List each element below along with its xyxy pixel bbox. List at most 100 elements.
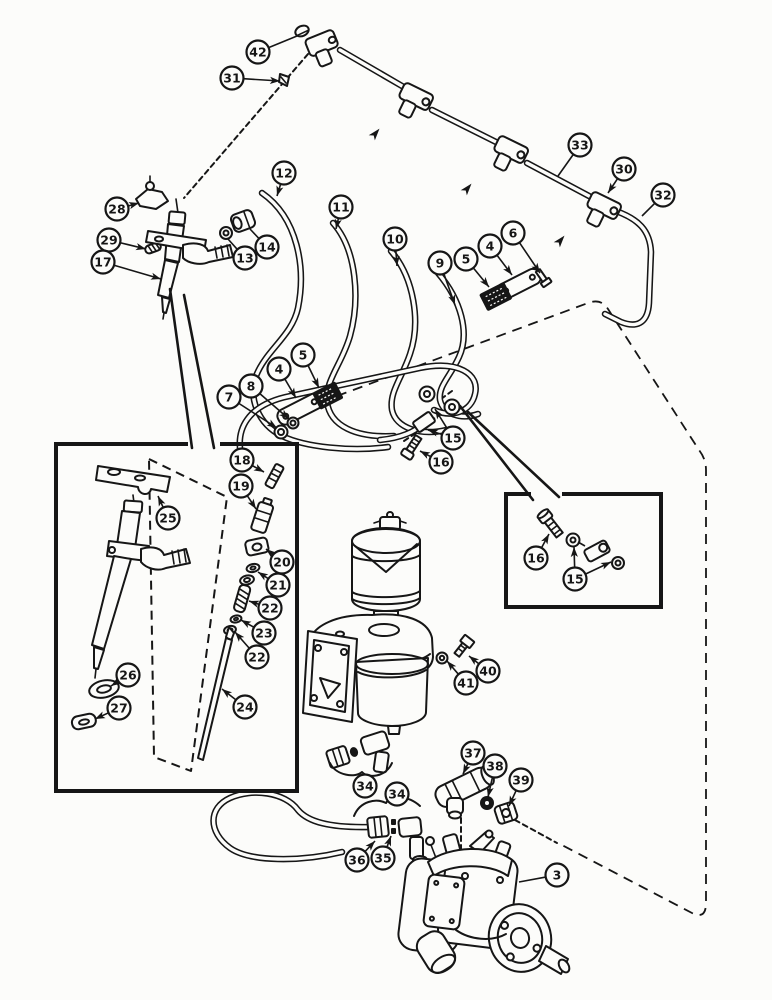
callout-14: 14 — [249, 228, 280, 260]
callout-number: 8 — [247, 379, 256, 394]
callout-21: 21 — [257, 571, 291, 598]
callout-number: 5 — [299, 348, 308, 363]
filter-element — [351, 527, 421, 612]
plug-42 — [294, 24, 310, 38]
banjo-detail-box — [504, 492, 663, 609]
filter-screw-18 — [264, 463, 285, 490]
callout-number: 15 — [444, 431, 461, 446]
parts-layer — [135, 24, 622, 975]
callout-4: 4 — [477, 233, 513, 276]
callout-number: 29 — [100, 233, 117, 248]
tee-fitting-30 — [586, 191, 622, 228]
callout-number: 4 — [486, 239, 495, 254]
callout-34: 34 — [352, 773, 378, 799]
ferrule-35 — [391, 819, 396, 825]
callout-8: 8 — [238, 373, 290, 420]
nut-20 — [244, 536, 270, 557]
callout-number: 9 — [436, 256, 445, 271]
injection-line-10 — [387, 247, 450, 436]
tee-fitting-1 — [398, 82, 434, 119]
hose-end-detail — [583, 539, 611, 563]
callout-number: 24 — [236, 700, 254, 715]
callout-number: 5 — [462, 252, 471, 267]
washer-27 — [70, 712, 97, 731]
callout-5: 5 — [290, 342, 320, 389]
callout-39: 39 — [508, 767, 534, 807]
callout-number: 34 — [356, 779, 374, 794]
callout-3: 3 — [518, 862, 570, 888]
callout-10: 10 — [382, 226, 408, 267]
injection-line-11 — [323, 219, 398, 440]
callout-number: 16 — [432, 455, 450, 470]
callout-number: 36 — [348, 853, 366, 868]
callout-number: 30 — [615, 162, 633, 177]
callout-number: 6 — [509, 226, 518, 241]
callout-number: 21 — [269, 578, 286, 593]
fuel-filter-assembly — [302, 511, 434, 735]
callout-number: 4 — [275, 362, 284, 377]
callout-number: 11 — [332, 200, 349, 215]
callout-32: 32 — [641, 182, 676, 217]
callout-number: 31 — [223, 71, 240, 86]
banjo-bolt-16 — [400, 434, 423, 461]
callout-27: 27 — [94, 695, 132, 721]
callout-number: 16 — [527, 551, 545, 566]
callout-41: 41 — [446, 660, 479, 696]
hose-nut-36 — [366, 815, 390, 839]
callout-number: 37 — [464, 746, 481, 761]
callout-4: 4 — [266, 356, 297, 399]
filter-bowl — [355, 657, 429, 727]
callout-11: 11 — [328, 194, 354, 230]
dashed-engine-outline — [336, 300, 707, 916]
callout-19: 19 — [228, 473, 257, 510]
injection-line-12 — [250, 189, 392, 453]
pump-drive-flange — [487, 903, 553, 973]
callout-number: 12 — [275, 166, 292, 181]
direction-arrow-icon — [368, 128, 380, 141]
callout-5: 5 — [453, 246, 490, 288]
callout-15: 15 — [427, 408, 466, 451]
clip-31 — [278, 73, 290, 87]
callout-number: 14 — [258, 240, 276, 255]
callout-number: 20 — [273, 555, 291, 570]
nut-39 — [493, 801, 519, 825]
direction-arrow-icon — [460, 183, 472, 196]
callout-number: 39 — [512, 773, 529, 788]
callout-number: 7 — [225, 390, 234, 405]
callout-22: 22 — [234, 631, 270, 670]
callout-28: 28 — [104, 196, 140, 222]
callout-22: 22 — [248, 595, 283, 621]
injector-assembly — [135, 175, 257, 320]
callout-33: 33 — [557, 132, 593, 177]
washer-21a — [245, 562, 261, 574]
callout-number: 38 — [486, 759, 503, 774]
callout-number: 40 — [479, 664, 497, 679]
callout-number: 33 — [571, 138, 588, 153]
callout-15: 15 — [562, 546, 612, 592]
injector-detail-box — [54, 442, 299, 793]
bracket-25 — [95, 465, 171, 495]
callout-37: 37 — [460, 740, 486, 775]
callout-number: 3 — [553, 868, 562, 883]
detail-pointer-right — [458, 404, 561, 502]
callout-number: 32 — [654, 188, 671, 203]
callout-number: 41 — [457, 676, 474, 691]
callout-number: 28 — [108, 202, 125, 217]
callout-29: 29 — [96, 227, 147, 253]
banjo-bolt-16-detail — [536, 508, 564, 539]
callout-number: 25 — [159, 511, 176, 526]
clamp-28 — [135, 188, 169, 210]
callout-20: 20 — [265, 548, 295, 575]
name-plate-lower — [273, 381, 343, 440]
callout-16: 16 — [523, 533, 550, 571]
callout-17: 17 — [90, 249, 162, 280]
elbow-fitting — [304, 29, 339, 68]
dashed-line-nut-to-pump — [514, 819, 558, 844]
callout-34: 34 — [384, 781, 410, 807]
callout-35: 35 — [370, 835, 396, 871]
callout-number: 26 — [119, 668, 137, 683]
callout-31: 31 — [219, 65, 281, 91]
